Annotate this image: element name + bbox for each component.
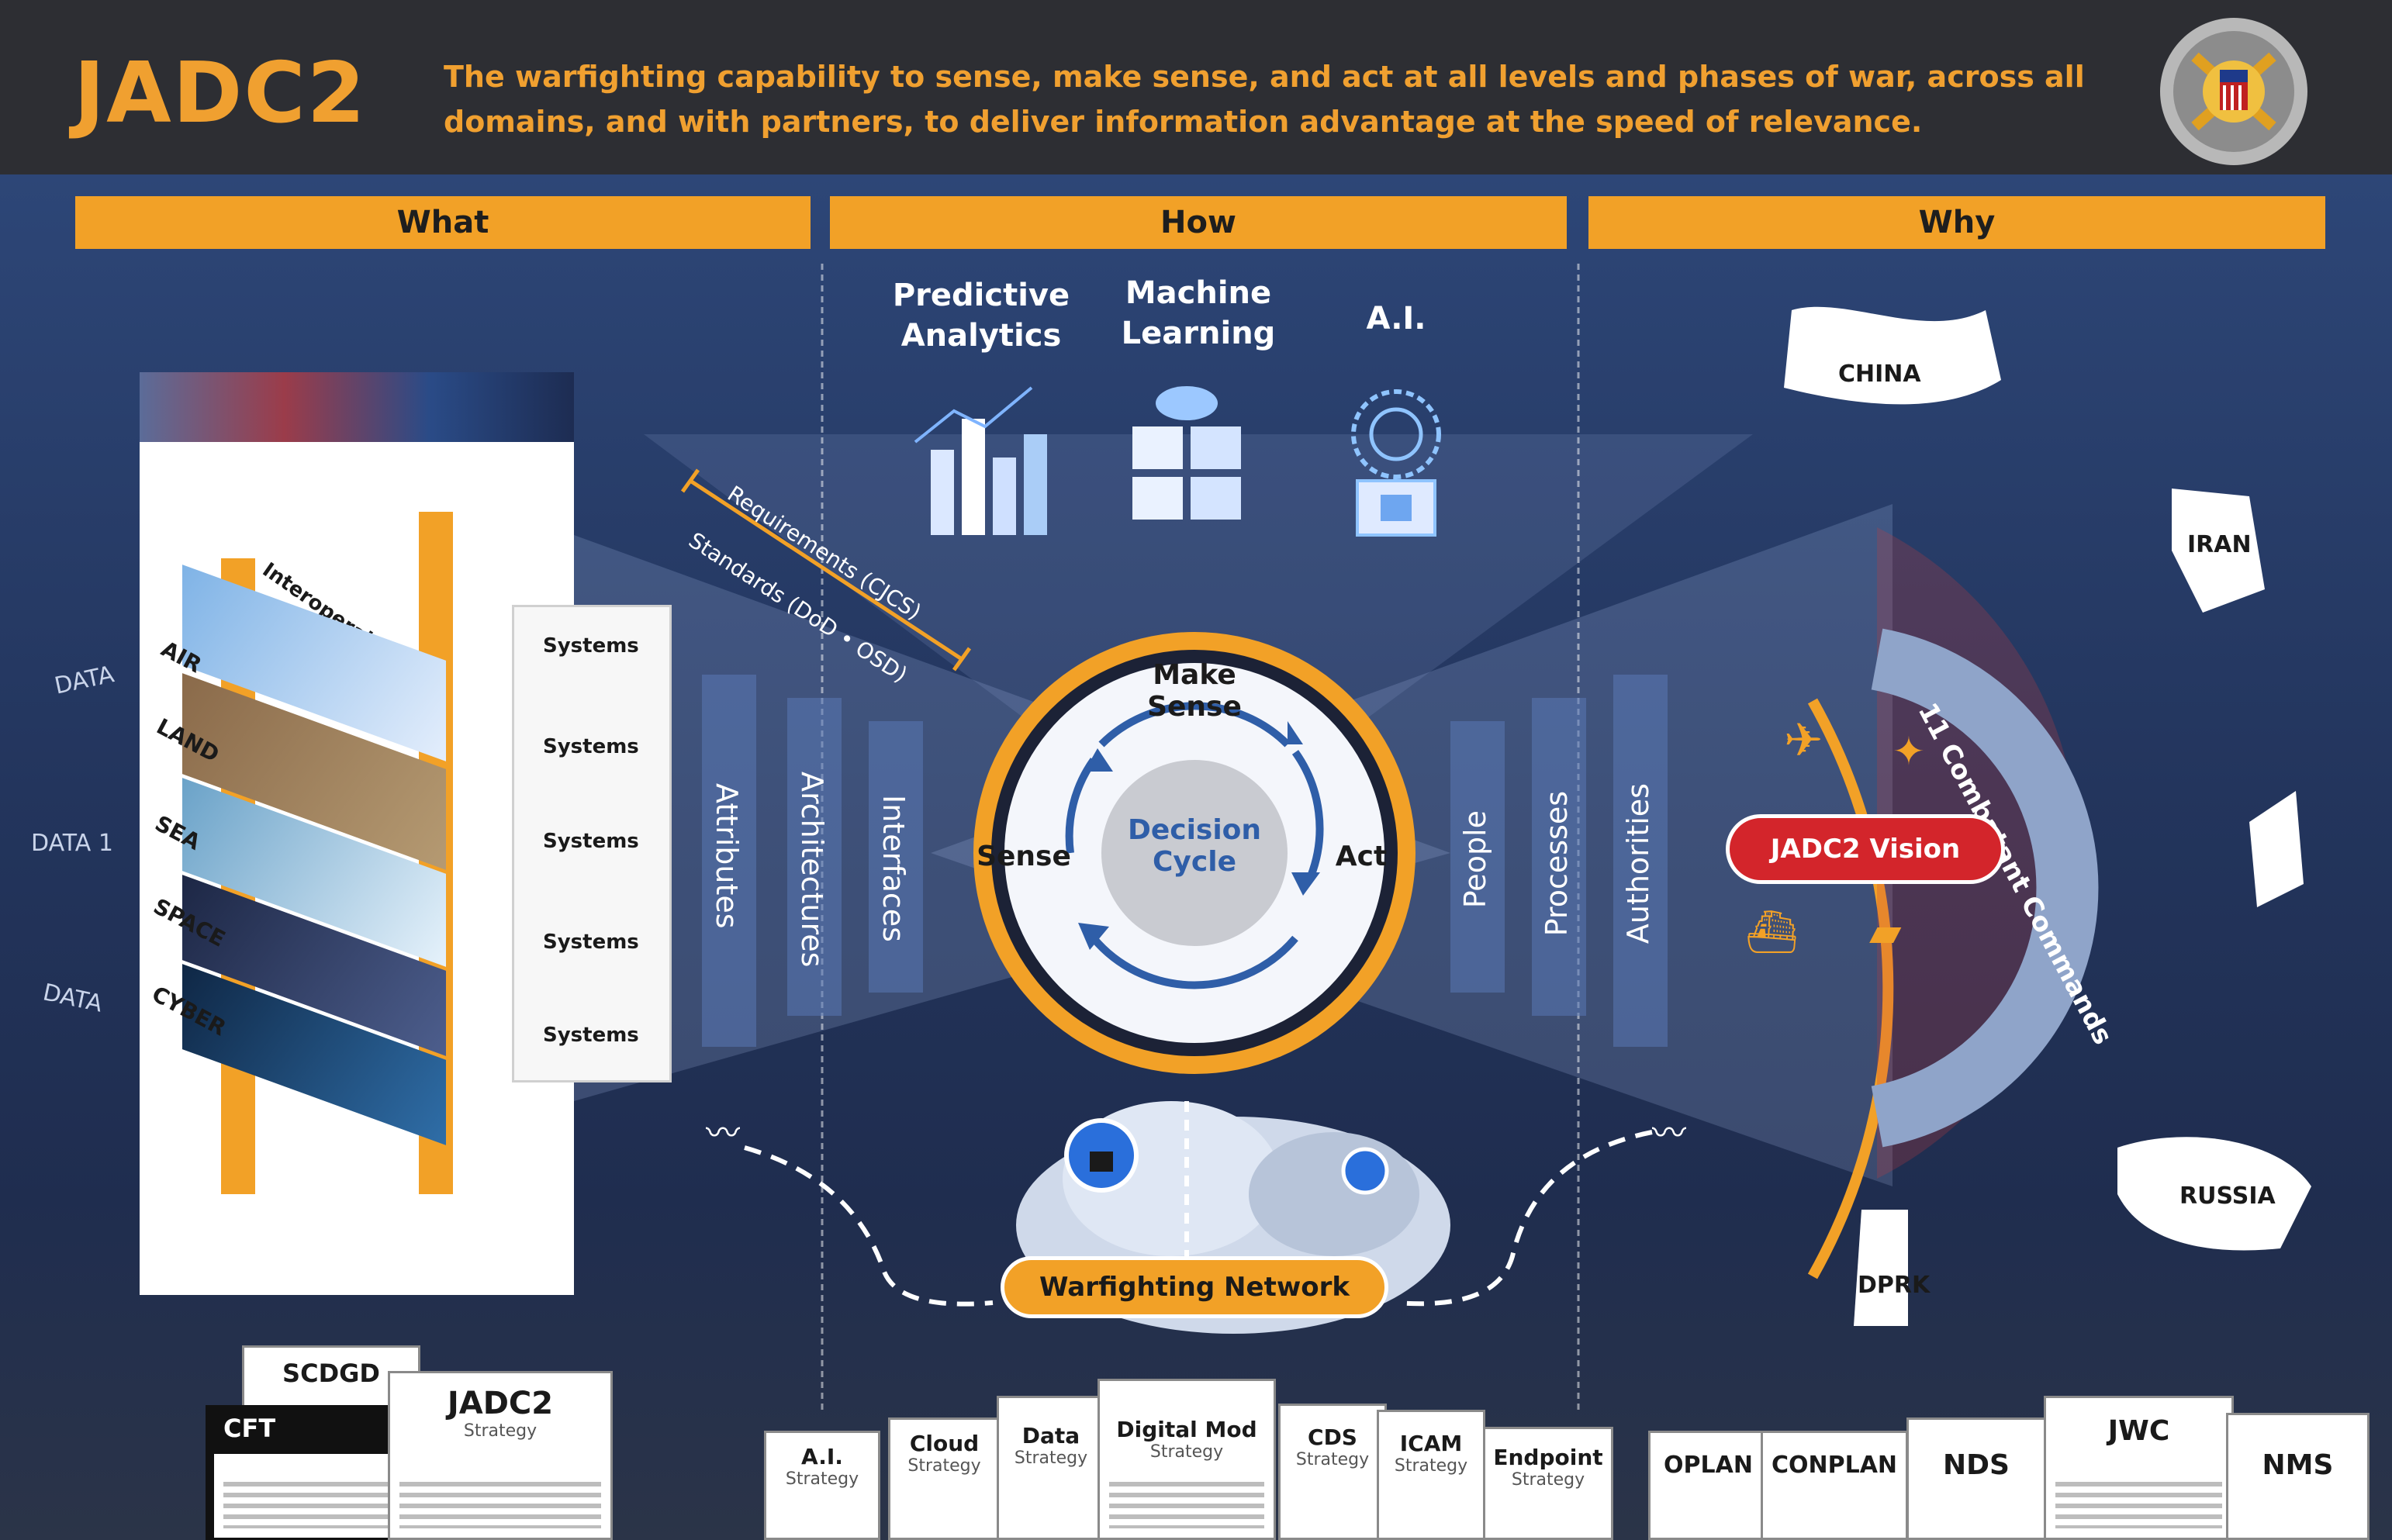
decision-cycle-diagram <box>973 632 1415 1074</box>
architectures-column <box>787 698 842 1016</box>
doc-subtitle: Strategy <box>1149 1442 1224 1462</box>
section-how: How <box>830 196 1567 249</box>
doc-endpoint-strategy: Endpoint Strategy <box>1483 1427 1613 1540</box>
country-china: CHINA <box>1838 361 1921 388</box>
doc-title: NMS <box>2262 1449 2334 1481</box>
doc-nds: NDS <box>1906 1417 2046 1540</box>
doc-subtitle: Strategy <box>1511 1470 1585 1490</box>
data-stream-text: DATA 1 <box>31 830 113 857</box>
act-label: Act <box>1335 841 1388 872</box>
doc-subtitle: Strategy <box>1394 1456 1468 1476</box>
section-why: Why <box>1588 196 2325 249</box>
people-column <box>1450 721 1505 993</box>
wireless-signal-icon: 〰 <box>1652 1114 1686 1153</box>
doc-subtitle: Strategy <box>785 1469 859 1489</box>
doc-title: OPLAN <box>1664 1452 1753 1479</box>
doc-icam-strategy: ICAM Strategy <box>1377 1410 1485 1540</box>
doc-conplan: CONPLAN <box>1761 1431 1908 1540</box>
make-sense-label: Make Sense <box>1147 659 1242 723</box>
doc-title: Digital Mod <box>1116 1417 1257 1442</box>
processes-column <box>1532 698 1586 1016</box>
section-what: What <box>75 196 811 249</box>
doc-cds-strategy: CDS Strategy <box>1278 1404 1387 1540</box>
tagline: The warfighting capability to sense, mak… <box>444 60 2085 139</box>
aircraft-icon: ✈ <box>1784 713 1823 768</box>
satellite-icon: ✦ <box>1893 729 1925 774</box>
wireless-signal-icon: 〰 <box>706 1114 740 1153</box>
systems-label: Systems <box>543 634 639 658</box>
doc-title: JWC <box>2107 1415 2170 1447</box>
tank-icon: ▰ <box>1869 907 1902 956</box>
fingerprint-chip-icon <box>1351 389 1441 537</box>
header-bar <box>0 0 2392 174</box>
attributes-column <box>702 675 756 1047</box>
doc-title: CFT <box>223 1414 276 1443</box>
systems-label: Systems <box>543 830 639 853</box>
systems-puzzle-panel <box>512 605 672 1082</box>
doc-digital-mod-strategy: Digital Mod Strategy <box>1097 1379 1276 1540</box>
doc-title: Cloud <box>909 1431 980 1456</box>
interfaces-column <box>869 721 923 993</box>
tech-machine-learning: Machine Learning <box>1121 275 1276 351</box>
doc-cft: CFT <box>206 1405 409 1540</box>
sense-label: Sense <box>977 841 1071 872</box>
doc-title: ICAM <box>1399 1431 1463 1456</box>
doc-title: JADC2 <box>447 1386 554 1421</box>
country-dprk: DPRK <box>1858 1272 1931 1299</box>
doc-ai-strategy: A.I. Strategy <box>764 1431 880 1540</box>
systems-label: Systems <box>543 735 639 758</box>
doc-data-strategy: Data Strategy <box>997 1396 1105 1540</box>
authorities-label: Authorities <box>1621 783 1655 944</box>
authorities-column <box>1613 675 1668 1047</box>
page-title: JADC2 <box>74 45 367 142</box>
doc-cloud-strategy: Cloud Strategy <box>888 1417 1001 1540</box>
attributes-label: Attributes <box>710 783 744 929</box>
doc-title: CONPLAN <box>1771 1452 1898 1479</box>
doc-title: CDS <box>1308 1424 1357 1450</box>
processes-label: Processes <box>1540 791 1574 937</box>
jadc2-vision-badge: JADC2 Vision <box>1726 814 2005 884</box>
doc-jadc2-strategy: JADC2 Strategy <box>388 1371 613 1540</box>
doc-title: A.I. <box>801 1444 843 1469</box>
doc-title: SCDGD <box>282 1359 380 1388</box>
doc-jwc: JWC <box>2044 1396 2234 1540</box>
country-russia: RUSSIA <box>2179 1183 2276 1210</box>
country-iran: IRAN <box>2187 531 2252 558</box>
interfaces-label: Interfaces <box>876 795 911 942</box>
requirements-bracket <box>680 468 972 672</box>
systems-label: Systems <box>543 1024 639 1047</box>
server-stack-icon <box>1132 386 1241 520</box>
warfighting-network-badge: Warfighting Network <box>1001 1256 1388 1318</box>
doc-subtitle: Strategy <box>1014 1448 1088 1468</box>
doc-title: NDS <box>1943 1449 2010 1481</box>
architectures-label: Architectures <box>795 772 829 968</box>
network-links <box>744 1130 1653 1307</box>
doc-title: Data <box>1021 1423 1080 1448</box>
doc-subtitle: Strategy <box>907 1456 981 1476</box>
systems-label: Systems <box>543 931 639 954</box>
doc-subtitle: Strategy <box>463 1421 538 1441</box>
doc-title: Endpoint <box>1493 1445 1603 1470</box>
tech-predictive-analytics: Predictive Analytics <box>892 278 1070 354</box>
tech-ai: A.I. <box>1366 301 1426 337</box>
doc-nms: NMS <box>2226 1413 2370 1540</box>
decision-cycle-label: Decision Cycle <box>1127 814 1262 878</box>
ship-icon: ⛴ <box>1745 907 1799 956</box>
analytics-chart-icon <box>914 386 1047 535</box>
service-flags-strip <box>140 372 574 442</box>
joint-chiefs-seal-icon <box>2160 18 2307 165</box>
people-label: People <box>1458 810 1492 909</box>
doc-subtitle: Strategy <box>1295 1450 1370 1469</box>
doc-oplan: OPLAN <box>1648 1431 1768 1540</box>
